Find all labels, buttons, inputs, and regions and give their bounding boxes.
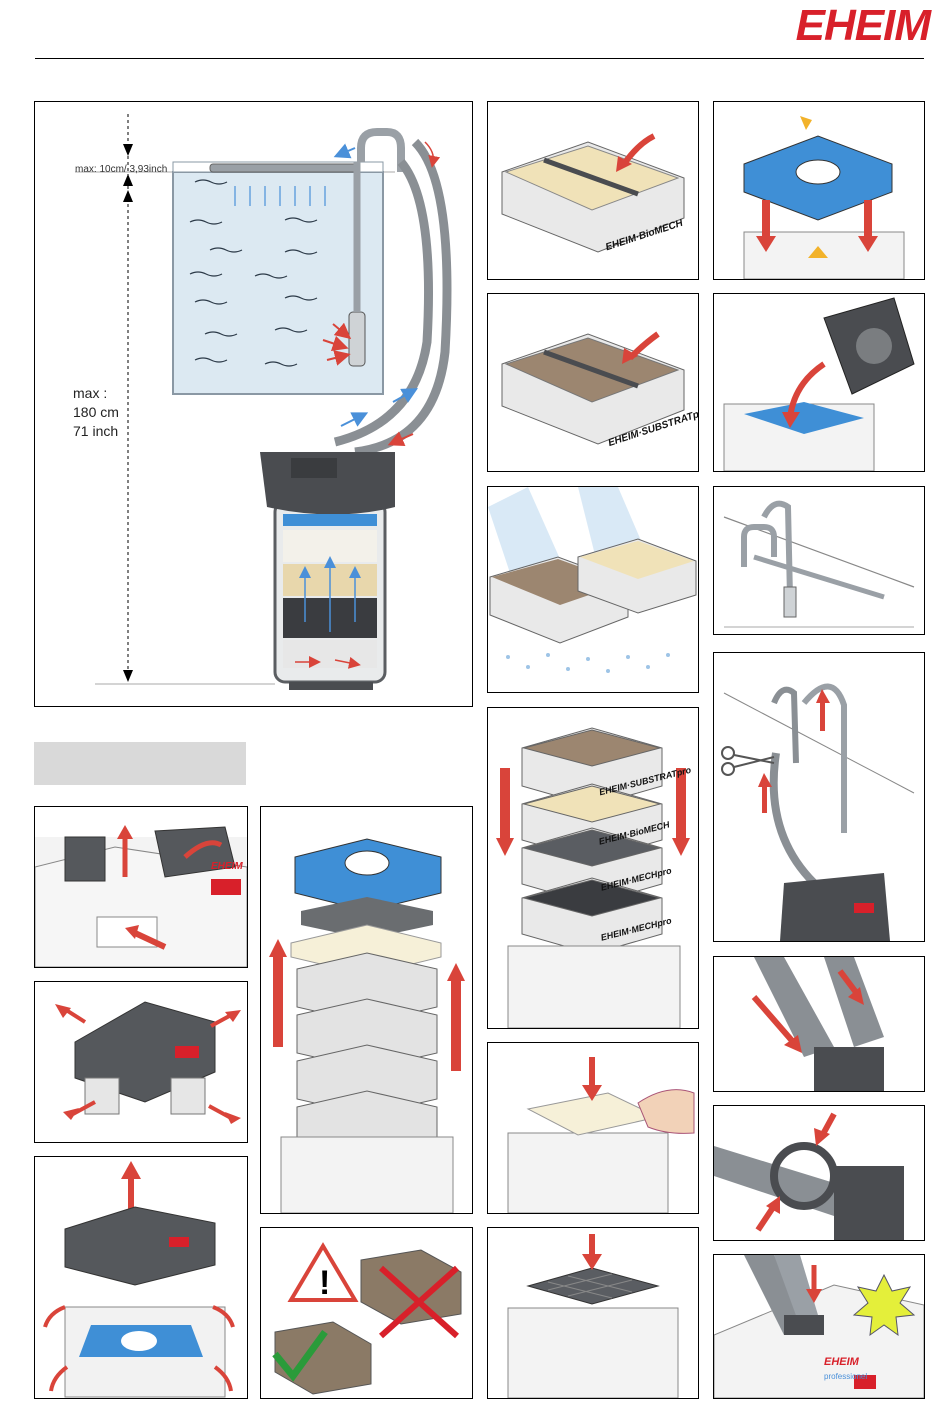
svg-text:!: ! xyxy=(319,1264,330,1302)
panel-rinse-media xyxy=(487,486,699,693)
device-sub-text: professionel xyxy=(824,1367,867,1386)
panel-lift-head xyxy=(34,1156,248,1399)
device-brand-text: EHEIM xyxy=(211,857,243,876)
panel-connect-hoses xyxy=(713,956,925,1092)
empty-section-box xyxy=(34,742,246,785)
panel-insert-pad xyxy=(487,1042,699,1214)
max-height-label: max : xyxy=(73,384,107,403)
panel-insert-grid xyxy=(487,1227,699,1399)
up-arrow-icon xyxy=(123,190,133,202)
panel-substrat-fill: EHEIM·SUBSTRATpro xyxy=(487,293,699,472)
scissors-icon xyxy=(722,747,774,775)
panel-cut-hose xyxy=(713,652,925,942)
panel-hose-clamp xyxy=(713,1105,925,1241)
panel-stack-baskets: EHEIM·SUBSTRATpro EHEIM·BioMECH EHEIM·ME… xyxy=(487,707,699,1029)
panel-setup-diagram: max: 10cm/ 3,93inch max : 180 cm 71 inch xyxy=(34,101,473,707)
panel-biomech-fill: EHEIM·BioMECH xyxy=(487,101,699,280)
panel-insert-lid xyxy=(713,293,925,472)
down-arrow-icon xyxy=(123,670,133,682)
panel-lock-lever: EHEIM professionel xyxy=(713,1254,925,1399)
height-cm-label: 180 cm xyxy=(73,403,119,422)
panel-open-clamps: EHEIM xyxy=(34,806,248,968)
panel-release-head xyxy=(34,981,248,1143)
panel-close-lid xyxy=(713,101,925,280)
water-level-label: max: 10cm/ 3,93inch xyxy=(75,160,167,179)
eheim-logo: EHEIM xyxy=(752,4,930,48)
header-rule xyxy=(35,58,924,59)
height-inch-label: 71 inch xyxy=(73,422,118,441)
panel-mount-tube xyxy=(713,486,925,635)
panel-remove-baskets xyxy=(260,806,473,1214)
panel-warning-media: ! xyxy=(260,1227,473,1399)
